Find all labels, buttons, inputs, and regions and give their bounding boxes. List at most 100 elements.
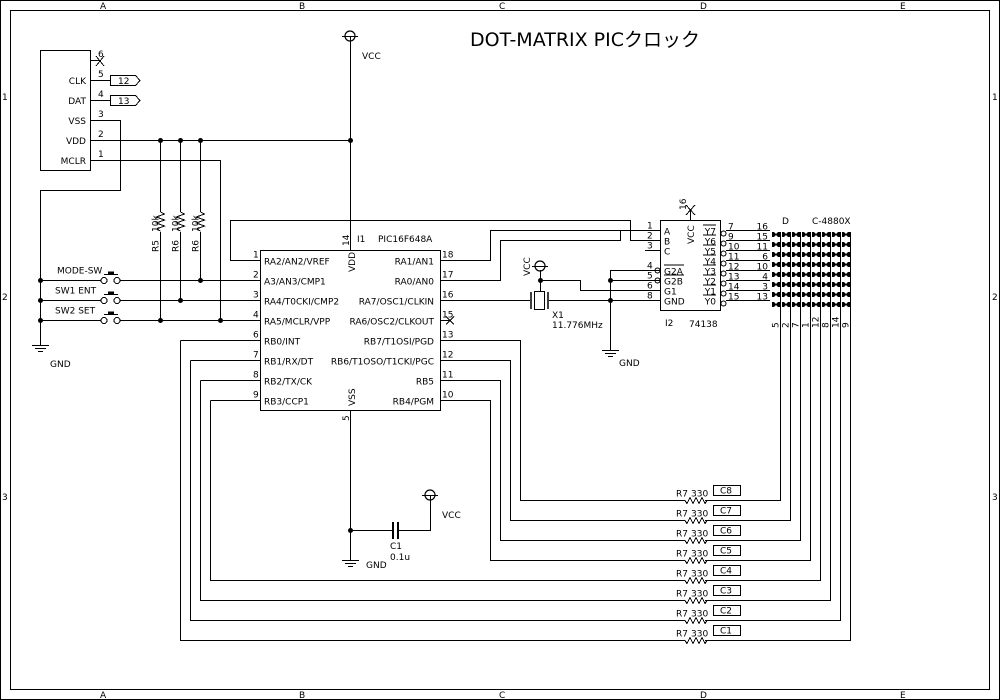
inversion-bubble xyxy=(720,270,727,277)
decoder-pin-name: G2A xyxy=(664,268,684,278)
led-cell xyxy=(802,292,810,297)
svg-text:74138: 74138 xyxy=(689,320,718,330)
decoder-output-name: Y1 xyxy=(704,288,716,298)
decoder-pin-number: 5 xyxy=(647,272,653,282)
resistor-ref: R7 xyxy=(676,610,688,620)
led-cell xyxy=(772,242,780,247)
column-wire xyxy=(705,310,811,561)
led-cell xyxy=(792,232,800,237)
frame-row-label-left: 2 xyxy=(2,293,8,303)
frame-col-label-top: B xyxy=(299,2,305,12)
led-cell xyxy=(832,242,840,247)
led-cell xyxy=(782,262,790,267)
frame-row-label-right: 2 xyxy=(992,293,998,303)
pic-pin-name: RB6/T1OSO/T1CKI/PGC xyxy=(331,358,434,368)
matrix-column-pin: 12 xyxy=(812,317,822,328)
pic-pin-name: RA4/T0CKI/CMP2 xyxy=(264,298,339,308)
resistor-value: 330 xyxy=(691,590,708,600)
resistor-ref: R7 xyxy=(676,530,688,540)
column-wire xyxy=(705,310,831,601)
led-cell xyxy=(792,292,800,297)
svg-text:VCC: VCC xyxy=(523,257,533,276)
column-tag-label: C4 xyxy=(720,567,732,577)
led-cell xyxy=(812,262,820,267)
pic-pin-number: 12 xyxy=(442,351,453,361)
led-cell xyxy=(772,282,780,287)
switch-contact xyxy=(113,317,121,324)
rb-wire xyxy=(200,380,685,601)
pic-pin-name: RB0/INT xyxy=(264,338,301,348)
inversion-bubble xyxy=(720,240,727,247)
frame-col-label-bottom: D xyxy=(700,691,707,700)
resistor-zigzag xyxy=(684,576,708,585)
resistor-zigzag xyxy=(684,616,708,625)
led-cell xyxy=(802,282,810,287)
decoder-pin-number: 3 xyxy=(647,242,653,252)
resistor-ref: R5 xyxy=(152,240,162,252)
schematic-title: DOT-MATRIX PICクロック xyxy=(470,29,700,51)
led-cell xyxy=(822,282,830,287)
net-tag-12 xyxy=(110,75,141,86)
led-cell xyxy=(832,302,840,307)
decoder-pin-number: 6 xyxy=(647,282,653,292)
column-tag-label: C2 xyxy=(720,607,732,617)
led-cell xyxy=(802,302,810,307)
pic-pin-number: 9 xyxy=(253,391,259,401)
inversion-bubble xyxy=(654,267,661,274)
led-cell xyxy=(782,282,790,287)
rb-wire xyxy=(440,400,685,561)
svg-text:16: 16 xyxy=(679,198,689,210)
led-cell xyxy=(842,252,850,257)
decoder-74138: 16 VCC I2 74138 xyxy=(660,198,721,330)
decoder-pin-number: 12 xyxy=(728,263,739,273)
decoder-output-name: Y7 xyxy=(704,228,716,238)
column-tag-box xyxy=(713,565,741,576)
matrix-column-pin: 8 xyxy=(822,322,832,328)
gnd-symbol-switches: GND xyxy=(32,345,71,370)
decoder-pin-name: G1 xyxy=(664,288,677,298)
pic-pin-name: RA1/AN1 xyxy=(395,258,434,268)
column-tag-box xyxy=(713,585,741,596)
led-cell xyxy=(802,252,810,257)
column-wire xyxy=(705,310,821,581)
led-cell xyxy=(782,242,790,247)
svg-text:D: D xyxy=(782,217,789,227)
led-matrix: D C-4880X xyxy=(782,217,851,227)
frame-col-label-top: C xyxy=(499,2,505,12)
led-cell xyxy=(802,242,810,247)
resistor-value: 330 xyxy=(691,550,708,560)
resistor-zigzag xyxy=(155,211,166,232)
column-wire xyxy=(705,310,801,541)
led-cell xyxy=(782,272,790,277)
resistor-value: 330 xyxy=(691,630,708,640)
pic-pin-name: RB5 xyxy=(416,378,434,388)
frame-col-label-bottom: E xyxy=(900,691,906,700)
connector-pin-label: CLK xyxy=(69,77,87,87)
resistor-value: 10k xyxy=(172,215,182,232)
led-cell xyxy=(792,282,800,287)
resistor-value: 10k xyxy=(192,215,202,232)
svg-text:14: 14 xyxy=(342,234,352,246)
led-cell xyxy=(792,262,800,267)
switch-button xyxy=(108,311,114,315)
pic-pin-name: RB2/TX/CK xyxy=(264,378,313,388)
led-cell xyxy=(822,272,830,277)
column-tag-box xyxy=(713,525,741,536)
connector-pin-number: 2 xyxy=(98,130,104,140)
switch-contact xyxy=(113,277,121,284)
connector-pin-number: 5 xyxy=(98,70,104,80)
resistor-value: 10k xyxy=(152,215,162,232)
column-tag-label: C6 xyxy=(720,527,732,537)
decoder-pin-number: 1 xyxy=(647,222,653,232)
pic-pins: 1RA2/AN2/VREF2A3/AN3/CMP13RA4/T0CKI/CMP2… xyxy=(180,251,455,408)
led-cell xyxy=(782,292,790,297)
switch-button xyxy=(108,271,114,275)
decoder-pin-number: 11 xyxy=(728,253,739,263)
matrix-row-pin: 11 xyxy=(757,243,768,253)
decoder-pin-number: 8 xyxy=(647,292,653,302)
led-cell xyxy=(822,292,830,297)
column-tag-label: C5 xyxy=(720,547,732,557)
